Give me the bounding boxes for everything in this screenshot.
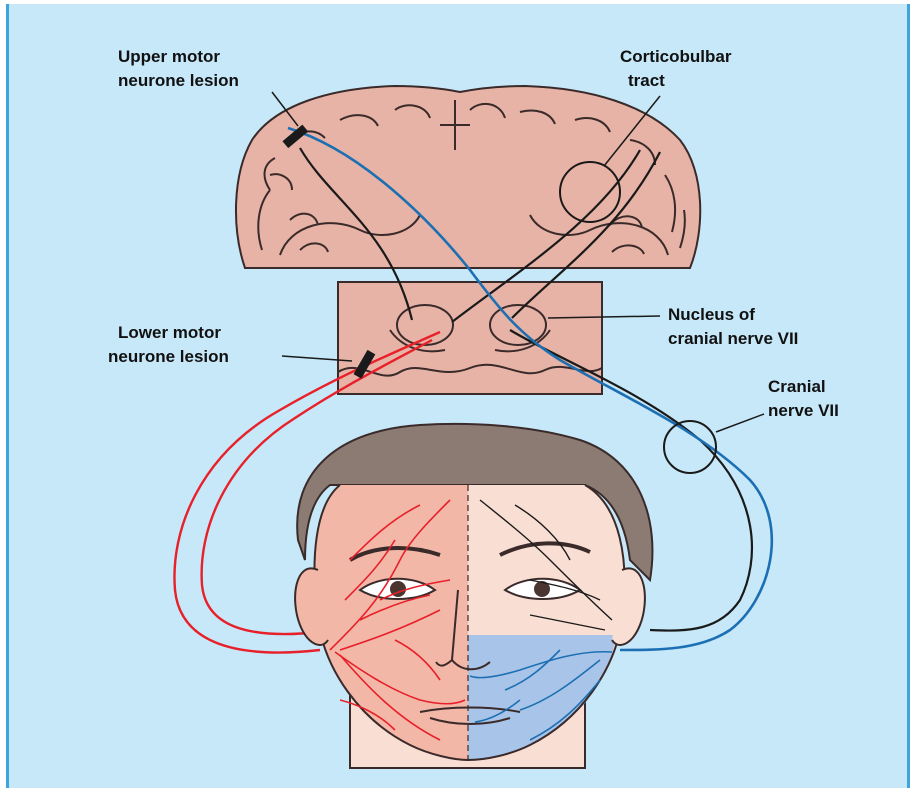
corticobulbar-label-line2: tract <box>628 71 665 90</box>
upper-lesion-label-line2: neurone lesion <box>118 71 239 90</box>
corticobulbar-label-line1: Corticobulbar <box>620 47 732 66</box>
upper-lesion-label-line1: Upper motor <box>118 47 220 66</box>
lower-lesion-label-line2: neurone lesion <box>108 347 229 366</box>
brainstem-block <box>338 282 602 394</box>
face-left-half <box>314 485 468 760</box>
brainstem-section <box>338 282 602 394</box>
cranial-nerve-label-line2: nerve VII <box>768 401 839 420</box>
nucleus-label-line1: Nucleus of <box>668 305 755 324</box>
brain-section <box>236 86 700 268</box>
lower-lesion-label-line1: Lower motor <box>118 323 221 342</box>
cranial-nerve-label-line1: Cranial <box>768 377 826 396</box>
brain-outline <box>236 86 700 268</box>
cranial-nerve-leader <box>716 414 764 432</box>
nucleus-label-line2: cranial nerve VII <box>668 329 798 348</box>
